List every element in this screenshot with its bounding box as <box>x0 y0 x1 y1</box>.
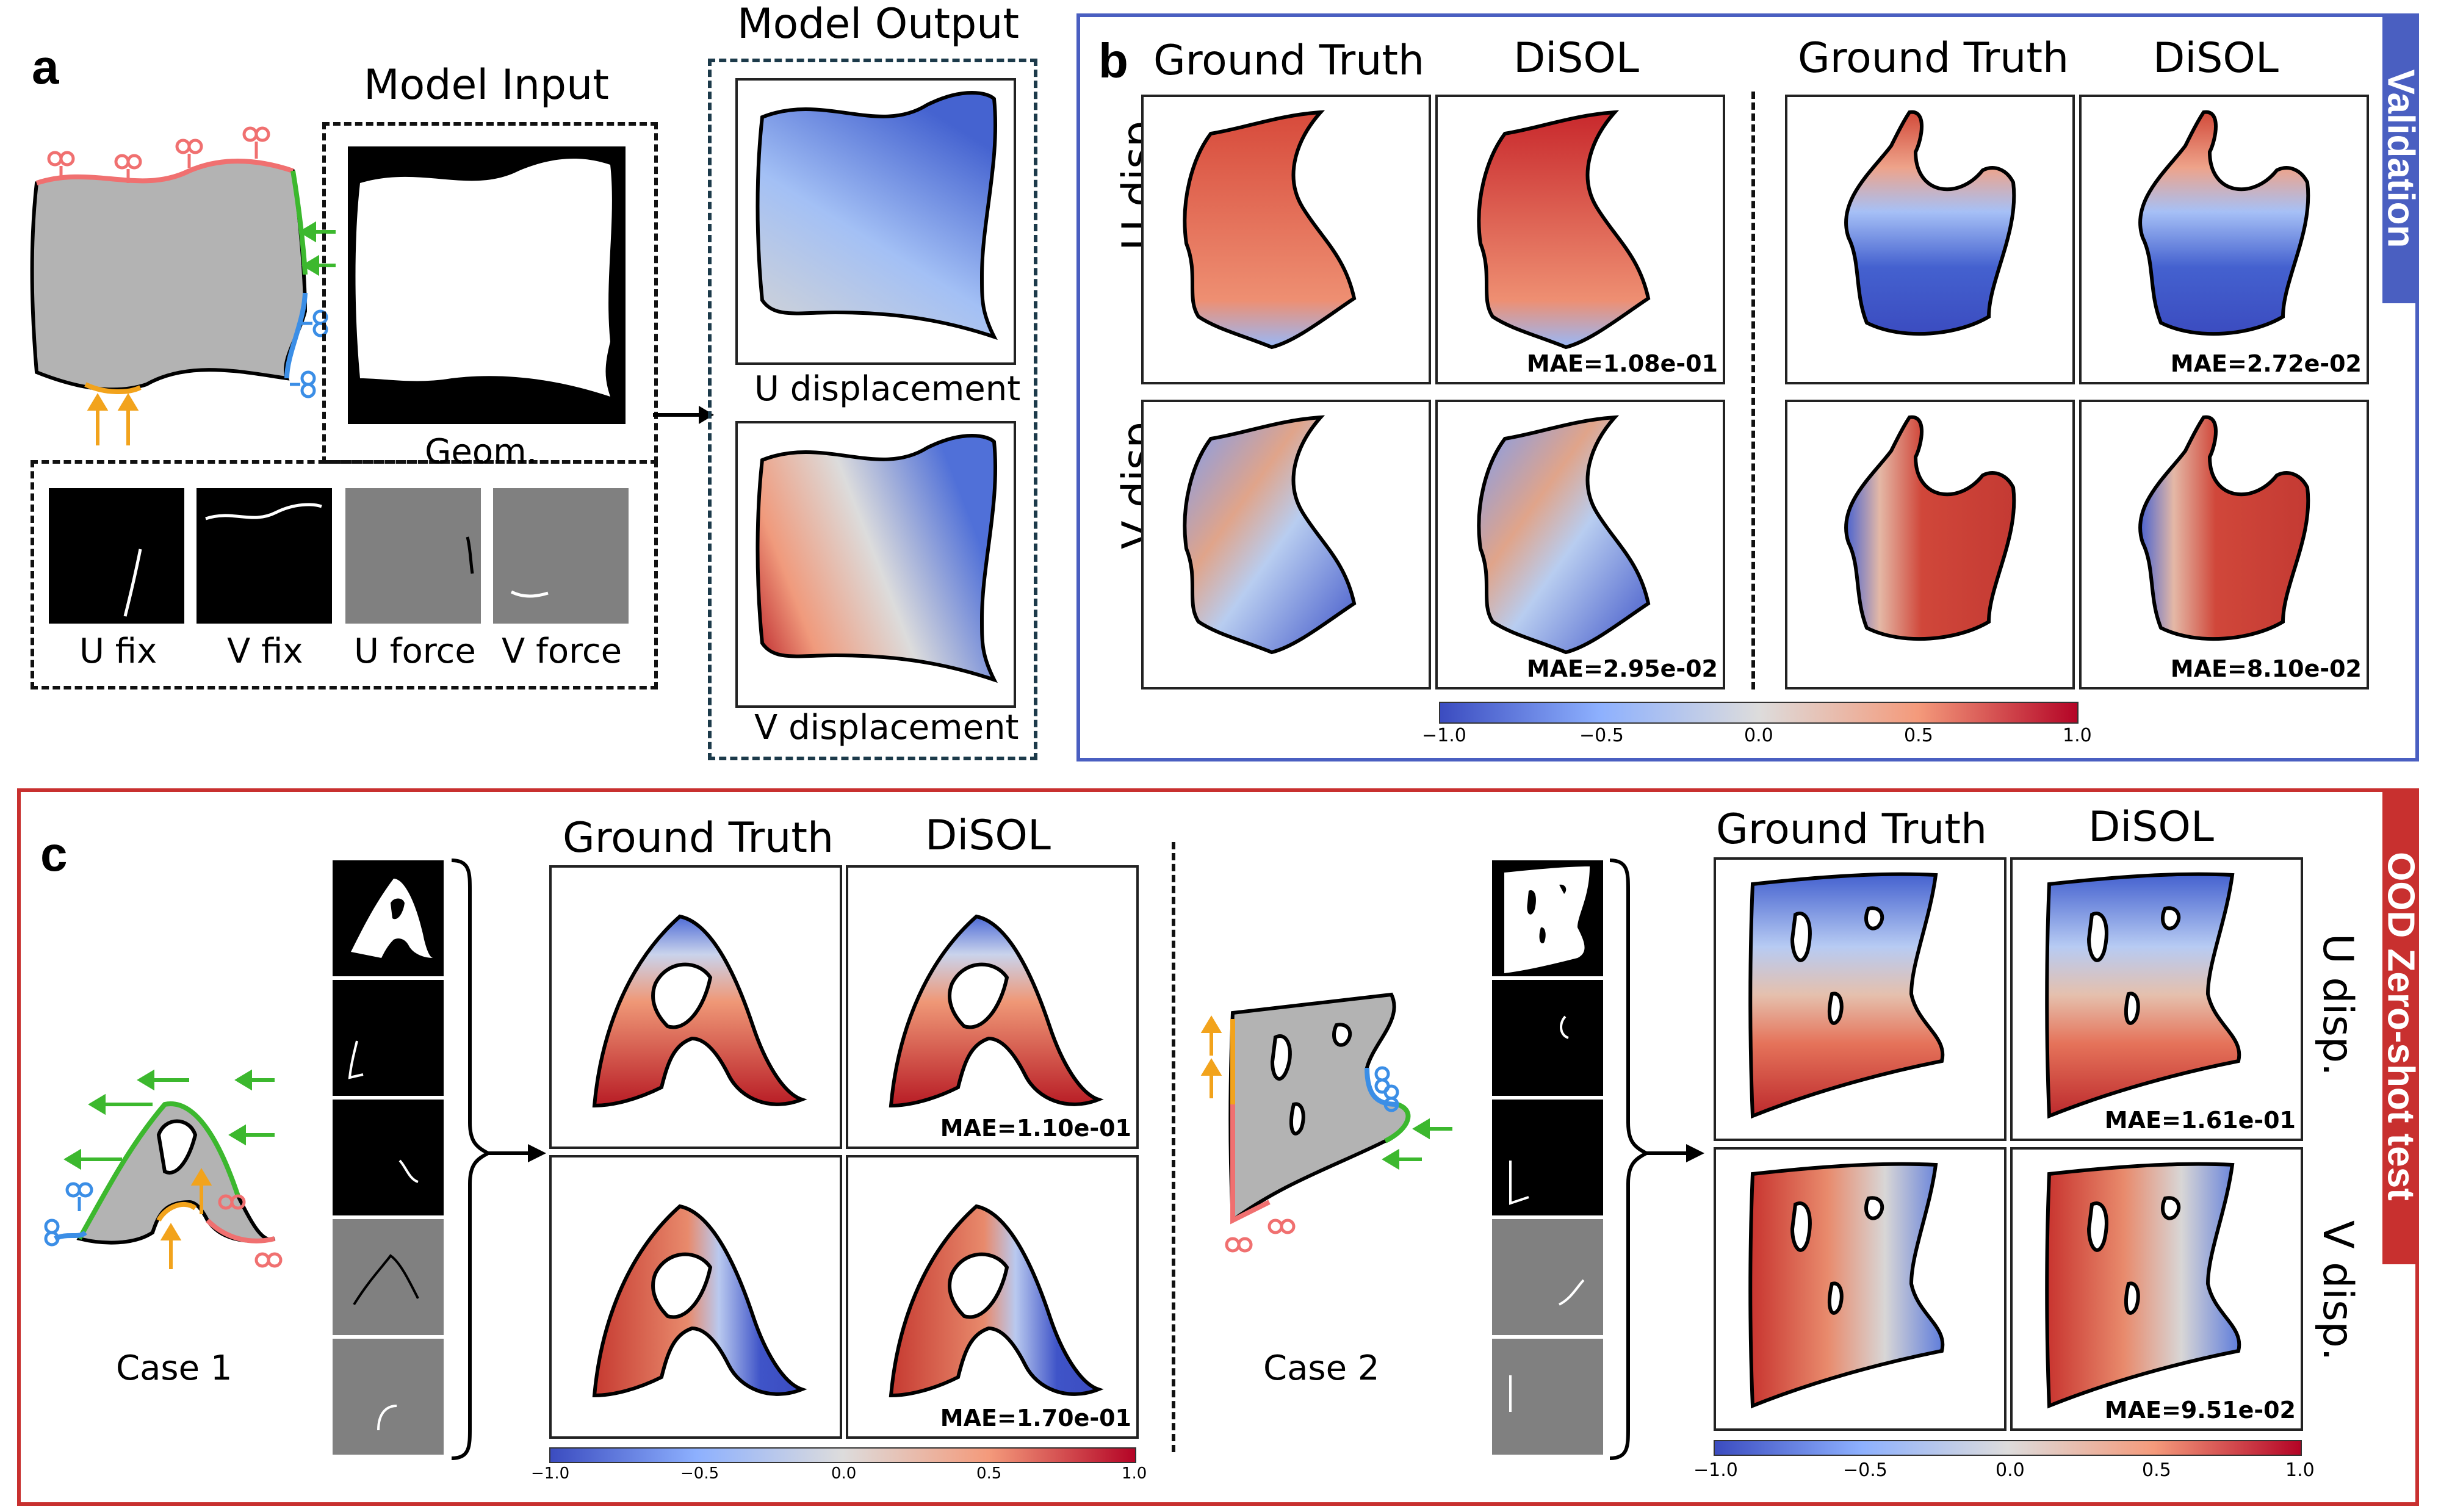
v-displacement-label: V displacement <box>754 708 1019 747</box>
b-tick-0: −1.0 <box>1422 725 1466 746</box>
case1-vforce-channel <box>333 1339 444 1455</box>
b-right-disol-header: DiSOL <box>2153 34 2279 82</box>
validation-panel-frame <box>1076 13 2419 761</box>
model-output-box <box>708 59 1037 760</box>
b1-mae-v: MAE=2.95e-02 <box>1526 655 1718 682</box>
u-displacement-label: U displacement <box>754 369 1021 409</box>
c-right-tick-1: −0.5 <box>1843 1460 1888 1481</box>
case1-brace-arrow <box>451 859 546 1460</box>
c-row-u-label: U disp. <box>2313 934 2362 1076</box>
case2-sketch <box>1200 992 1452 1253</box>
b1-disol-v: MAE=2.95e-02 <box>1435 400 1725 689</box>
panel-a-geometry-sketch <box>30 126 336 445</box>
b-tick-2: 0.0 <box>1744 725 1773 746</box>
v-fix-channel <box>197 488 332 624</box>
case1-uforce-channel <box>333 1219 444 1335</box>
c-left-disol-header: DiSOL <box>925 812 1051 860</box>
c2-gt-v <box>1714 1147 2007 1431</box>
c-left-tick-2: 0.0 <box>831 1464 857 1483</box>
c-left-tick-0: −1.0 <box>531 1464 570 1483</box>
b2-disol-u: MAE=2.72e-02 <box>2079 95 2369 384</box>
c-left-gt-header: Ground Truth <box>563 814 834 862</box>
c-right-tick-3: 0.5 <box>2142 1460 2171 1481</box>
validation-side-tab <box>2382 13 2419 303</box>
panel-a-letter: a <box>32 40 59 94</box>
ood-side-tab <box>2382 788 2419 1264</box>
c2-disol-u: MAE=1.61e-01 <box>2010 857 2303 1141</box>
validation-label: Validation <box>2379 69 2422 248</box>
c1-disol-u: MAE=1.10e-01 <box>846 865 1139 1149</box>
c-divider <box>1172 842 1175 1452</box>
c-row-v-label: V disp. <box>2313 1220 2362 1361</box>
b2-gt-u <box>1785 95 2075 384</box>
geom-channel-image <box>348 146 626 424</box>
input-to-output-arrow <box>653 406 714 424</box>
b-tick-1: −0.5 <box>1579 725 1624 746</box>
v-displacement-output <box>735 421 1016 708</box>
b-tick-4: 1.0 <box>2063 725 2092 746</box>
b1-disol-u: MAE=1.08e-01 <box>1435 95 1725 384</box>
b-left-disol-header: DiSOL <box>1513 34 1639 82</box>
b1-gt-v <box>1141 400 1431 689</box>
v-fix-label: V fix <box>227 632 303 671</box>
u-force-label: U force <box>354 632 476 671</box>
b-colorbar <box>1439 702 2079 724</box>
case1-vfix-channel <box>333 1100 444 1215</box>
case2-vfix-channel <box>1492 1100 1603 1215</box>
c2-mae-v: MAE=9.51e-02 <box>2104 1397 2296 1424</box>
c2-disol-v: MAE=9.51e-02 <box>2010 1147 2303 1431</box>
b2-gt-v <box>1785 400 2075 689</box>
case2-uforce-channel <box>1492 1219 1603 1335</box>
c-left-tick-1: −0.5 <box>680 1464 719 1483</box>
u-fix-label: U fix <box>79 632 157 671</box>
b2-mae-v: MAE=8.10e-02 <box>2170 655 2362 682</box>
b-tick-3: 0.5 <box>1904 725 1933 746</box>
b-left-gt-header: Ground Truth <box>1153 37 1425 85</box>
c-right-tick-4: 1.0 <box>2285 1460 2315 1481</box>
c-left-tick-4: 1.0 <box>1122 1464 1147 1483</box>
case2-ufix-channel <box>1492 980 1603 1096</box>
b1-mae-u: MAE=1.08e-01 <box>1526 350 1718 377</box>
b2-mae-u: MAE=2.72e-02 <box>2170 350 2362 377</box>
c-left-tick-3: 0.5 <box>976 1464 1002 1483</box>
u-fix-channel <box>49 488 184 624</box>
b-divider <box>1751 92 1755 689</box>
u-force-channel <box>345 488 481 624</box>
c-right-tick-2: 0.0 <box>1996 1460 2025 1481</box>
c1-gt-v <box>549 1155 842 1439</box>
ood-label: OOD Zero-shot test <box>2379 852 2422 1201</box>
case1-ufix-channel <box>333 980 444 1096</box>
case2-label: Case 2 <box>1263 1348 1380 1388</box>
model-output-title: Model Output <box>737 0 1019 48</box>
c-left-colorbar <box>549 1447 1136 1463</box>
c-right-gt-header: Ground Truth <box>1716 805 1988 854</box>
b2-disol-v: MAE=8.10e-02 <box>2079 400 2369 689</box>
c1-gt-u <box>549 865 842 1149</box>
c2-mae-u: MAE=1.61e-01 <box>2104 1107 2296 1134</box>
case1-geom-channel <box>333 860 444 976</box>
c1-mae-v: MAE=1.70e-01 <box>940 1405 1131 1431</box>
geom-label: Geom. <box>425 432 538 472</box>
case2-geom-channel <box>1492 860 1603 976</box>
case2-brace-arrow <box>1609 859 1704 1460</box>
case2-vforce-channel <box>1492 1339 1603 1455</box>
model-input-channels-box <box>31 460 658 689</box>
panel-b-letter: b <box>1098 34 1128 88</box>
panel-c-letter: c <box>40 827 68 881</box>
v-force-label: V force <box>502 632 622 671</box>
c2-gt-u <box>1714 857 2007 1141</box>
u-displacement-output <box>735 78 1016 365</box>
c-right-colorbar <box>1714 1440 2302 1456</box>
c1-mae-u: MAE=1.10e-01 <box>940 1115 1131 1142</box>
case1-label: Case 1 <box>116 1348 233 1388</box>
c-right-tick-0: −1.0 <box>1693 1460 1738 1481</box>
case1-sketch <box>44 1069 283 1269</box>
c1-disol-v: MAE=1.70e-01 <box>846 1155 1139 1439</box>
c-right-disol-header: DiSOL <box>2088 803 2214 851</box>
b1-gt-u <box>1141 95 1431 384</box>
model-input-title: Model Input <box>364 61 609 109</box>
v-force-channel <box>493 488 629 624</box>
b-right-gt-header: Ground Truth <box>1798 34 2069 82</box>
